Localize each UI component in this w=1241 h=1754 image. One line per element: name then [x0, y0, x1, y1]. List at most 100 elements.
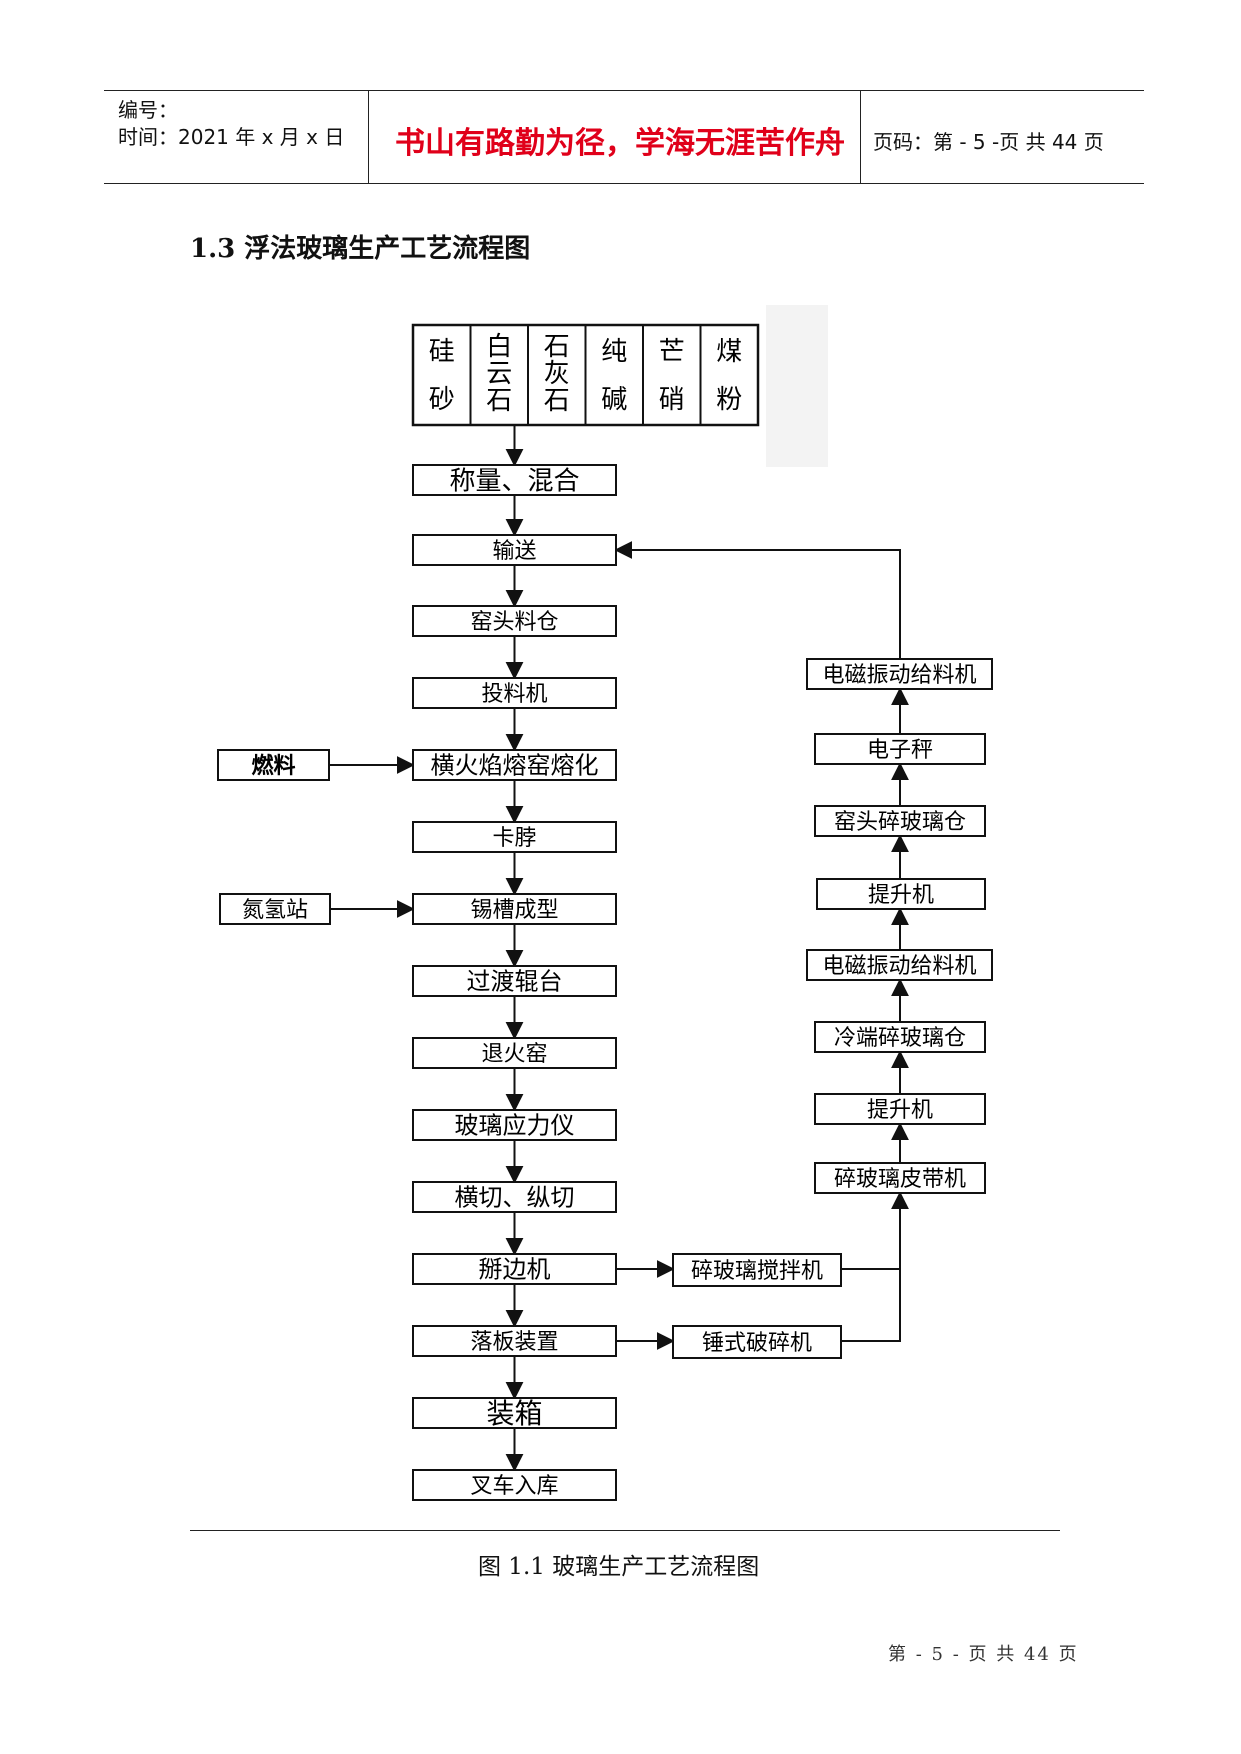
main-step-9-box [412, 1037, 617, 1069]
return-step-4-box [816, 878, 986, 910]
middle-step-hammer-crusher-label: 锤式破碎机 [702, 1331, 812, 1356]
main-step-15-box [412, 1469, 617, 1501]
main-step-1-label: 称量、混合 [449, 466, 579, 496]
main-step-5-box [412, 749, 617, 781]
return-step-7: 提升机 [814, 1093, 986, 1125]
return-step-7-label: 提升机 [867, 1098, 933, 1123]
main-step-1-box [412, 464, 617, 496]
main-step-14-label: 装箱 [486, 1397, 542, 1430]
return-step-3-label: 窑头碎玻璃仓 [834, 810, 966, 835]
return-step-1-box [806, 658, 993, 690]
return-step-1-label: 电磁振动给料机 [822, 663, 976, 688]
raw-material-char: 砂 [429, 385, 455, 415]
return-step-6: 冷端碎玻璃仓 [814, 1021, 986, 1053]
main-step-14: 装箱 [412, 1397, 617, 1430]
main-step-4: 投料机 [412, 677, 617, 709]
main-step-8-label: 过渡辊台 [467, 968, 563, 996]
return-step-6-label: 冷端碎玻璃仓 [834, 1026, 966, 1051]
middle-step-hammer-crusher: 锤式破碎机 [672, 1325, 842, 1359]
header-divider-right [860, 90, 861, 183]
main-step-10: 玻璃应力仪 [412, 1109, 617, 1141]
main-step-8-box [412, 965, 617, 997]
main-step-14-box [412, 1397, 617, 1429]
raw-material-char: 煤 [716, 337, 742, 367]
return-step-4: 提升机 [816, 878, 986, 910]
return-step-3-box [814, 805, 986, 837]
return-step-5: 电磁振动给料机 [806, 949, 993, 981]
main-step-12: 掰边机 [412, 1253, 617, 1285]
section-title: 1.3 浮法玻璃生产工艺流程图 [190, 234, 531, 264]
raw-material-char: 石 [544, 332, 570, 362]
caption-rule [190, 1530, 1060, 1531]
raw-material-char: 白 [486, 332, 512, 362]
return-step-5-box [806, 949, 993, 981]
main-step-2-box [412, 534, 617, 566]
raw-material-char: 纯 [601, 337, 627, 367]
arrow-feedback-to-conveyor [614, 541, 901, 659]
raw-material-char: 灰 [544, 359, 570, 389]
side-input-nitrogen-hydrogen: 氮氢站 [219, 893, 331, 925]
figure-caption: 图 1.1 玻璃生产工艺流程图 [478, 1554, 760, 1580]
side-input-fuel-label: 燃料 [251, 753, 295, 779]
middle-step-hammer-crusher-box [672, 1325, 842, 1359]
return-step-4-label: 提升机 [868, 883, 934, 908]
main-step-1: 称量、混合 [412, 464, 617, 496]
return-step-5-label: 电磁振动给料机 [822, 954, 976, 979]
main-step-9: 退火窑 [412, 1037, 617, 1069]
main-step-6-box [412, 821, 617, 853]
main-step-15: 叉车入库 [412, 1469, 617, 1501]
scan-shadow [766, 305, 828, 467]
main-step-13-label: 落板装置 [470, 1330, 558, 1355]
header-top-rule [104, 90, 1144, 91]
main-step-2: 输送 [412, 534, 617, 566]
middle-step-crusher-mixer-label: 碎玻璃搅拌机 [691, 1259, 823, 1284]
main-step-3-box [412, 605, 617, 637]
raw-material-char: 芒 [659, 337, 685, 367]
main-step-13: 落板装置 [412, 1325, 617, 1357]
main-step-5-label: 横火焰熔窑熔化 [431, 752, 599, 780]
side-input-fuel-box [217, 749, 330, 781]
middle-step-crusher-mixer: 碎玻璃搅拌机 [672, 1253, 842, 1287]
header-divider-left [368, 90, 369, 183]
main-step-3: 窑头料仓 [412, 605, 617, 637]
raw-material-char: 石 [486, 386, 512, 416]
main-step-2-label: 输送 [492, 539, 536, 564]
middle-step-crusher-mixer-box [672, 1253, 842, 1287]
motto: 书山有路勤为径，学海无涯苦作舟 [395, 126, 845, 161]
raw-material-char: 硅 [429, 337, 455, 367]
main-step-7-box [412, 893, 617, 925]
time-label: 时间：2021 年 x 月 x 日 [118, 125, 345, 149]
side-input-nitrogen-hydrogen-box [219, 893, 331, 925]
return-step-8: 碎玻璃皮带机 [814, 1162, 986, 1194]
main-step-15-label: 叉车入库 [470, 1474, 558, 1499]
main-step-4-label: 投料机 [481, 682, 547, 707]
main-step-11-label: 横切、纵切 [455, 1184, 575, 1212]
return-step-7-box [814, 1093, 986, 1125]
return-step-6-box [814, 1021, 986, 1053]
main-step-6: 卡脖 [412, 821, 617, 853]
raw-material-char: 碱 [601, 385, 627, 415]
main-step-8: 过渡辊台 [412, 965, 617, 997]
return-step-8-box [814, 1162, 986, 1194]
main-step-12-label: 掰边机 [479, 1256, 551, 1284]
return-step-2-box [814, 733, 986, 765]
main-step-10-label: 玻璃应力仪 [455, 1112, 575, 1140]
main-step-3-label: 窑头料仓 [470, 610, 558, 635]
header-bottom-rule [104, 183, 1144, 184]
main-step-11-box [412, 1181, 617, 1213]
main-step-12-box [412, 1253, 617, 1285]
main-step-6-label: 卡脖 [492, 826, 536, 851]
main-step-7: 锡槽成型 [412, 893, 617, 925]
side-input-fuel: 燃料 [217, 749, 330, 781]
raw-material-char: 硝 [659, 385, 685, 415]
arrow-hammer-to-belt [841, 1191, 909, 1342]
main-step-11: 横切、纵切 [412, 1181, 617, 1213]
main-step-4-box [412, 677, 617, 709]
page-code: 页码：第 - 5 -页 共 44 页 [873, 130, 1104, 154]
page-footer: 第 - 5 - 页 共 44 页 [888, 1644, 1079, 1665]
serial-label: 编号： [118, 98, 178, 122]
return-step-2-label: 电子秤 [867, 738, 933, 763]
return-step-2: 电子秤 [814, 733, 986, 765]
